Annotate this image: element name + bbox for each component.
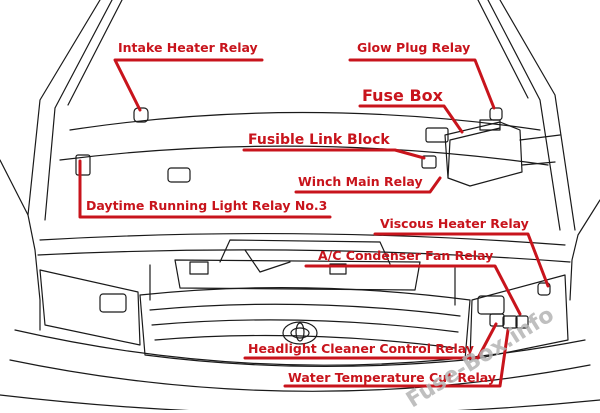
- viscous-heater-relay-label: Viscous Heater Relay: [380, 216, 529, 231]
- water-temperature-cut-relay-label: Water Temperature Cut Relay: [288, 370, 496, 385]
- fuse-box-label: Fuse Box: [362, 86, 443, 105]
- fusible-link-block-label: Fusible Link Block: [248, 132, 390, 148]
- daytime-running-light-relay-label: Daytime Running Light Relay No.3: [86, 198, 328, 213]
- ac-condenser-fan-relay-label: A/C Condenser Fan Relay: [318, 248, 494, 263]
- glow-plug-relay-label: Glow Plug Relay: [357, 40, 471, 55]
- headlight-cleaner-control-relay-label: Headlight Cleaner Control Relay: [248, 341, 474, 356]
- intake-heater-relay-label: Intake Heater Relay: [118, 40, 258, 55]
- winch-main-relay-label: Winch Main Relay: [298, 174, 423, 189]
- callout-lines: [78, 58, 550, 388]
